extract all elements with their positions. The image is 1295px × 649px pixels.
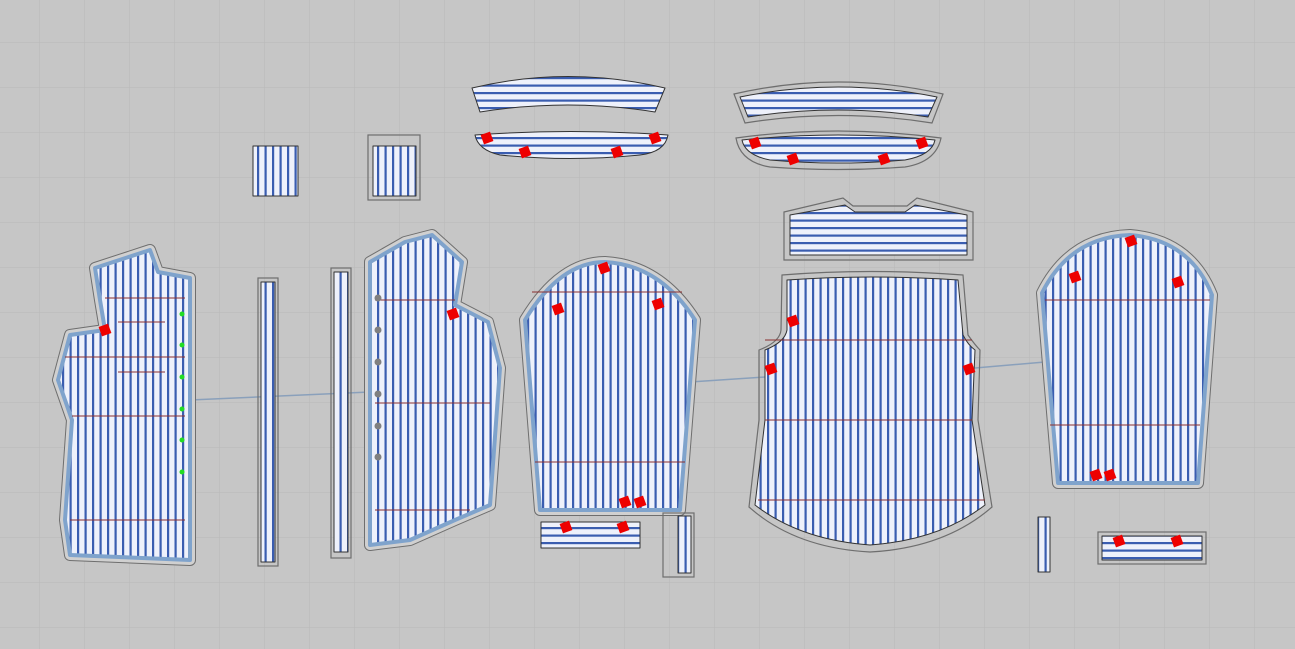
notch-marker[interactable] [1089,468,1103,482]
fabric-collar-band-a [474,131,669,159]
pattern-piece-sleeve-placket-b[interactable] [1037,516,1051,573]
notch-marker[interactable] [648,131,662,145]
notch-marker[interactable] [559,520,573,534]
fabric-pocket-flap-a [252,145,299,197]
notch-marker[interactable] [786,152,800,166]
pattern-piece-back[interactable] [748,270,993,553]
fabric-sleeve-placket-b [1037,516,1051,573]
fabric-back [754,276,986,546]
seam-allowance [367,134,421,201]
fabric-front-right [368,233,502,547]
fabric-pocket-flap-b [372,145,417,197]
pattern-piece-collar-band-a[interactable] [474,131,669,159]
fabric-collar-band-b [741,134,936,164]
pattern-piece-sleeve-placket-a[interactable] [662,512,695,578]
pattern-piece-pocket-flap-a[interactable] [252,145,299,197]
pattern-piece-front-right[interactable] [364,229,506,551]
seam-allowance [748,270,993,553]
pin-marker[interactable] [179,437,185,443]
button-marker[interactable] [374,390,382,398]
pattern-piece-placket-b[interactable] [330,267,352,559]
notch-marker[interactable] [962,362,976,376]
pin-marker[interactable] [179,374,185,380]
button-marker[interactable] [374,453,382,461]
pattern-piece-cuff-b[interactable] [1097,531,1207,565]
notch-marker[interactable] [1170,534,1184,548]
notch-marker[interactable] [610,145,624,159]
pin-marker[interactable] [179,469,185,475]
pattern-piece-cuff-a[interactable] [540,520,641,549]
notch-marker[interactable] [877,152,891,166]
notch-marker[interactable] [1112,534,1126,548]
notch-marker[interactable] [518,145,532,159]
pattern-piece-collar-b[interactable] [733,81,944,124]
pattern-piece-yoke[interactable] [783,197,974,261]
seam-allowance [1097,531,1207,565]
pattern-piece-placket-a[interactable] [257,277,279,567]
pattern-piece-collar-a[interactable] [471,76,666,113]
pin-marker[interactable] [179,342,185,348]
pattern-piece-pocket-flap-b[interactable] [367,134,421,201]
notch-marker[interactable] [651,297,665,311]
fabric-sleeve-right [1040,233,1214,485]
seam-allowance [662,512,695,578]
notch-marker[interactable] [915,136,929,150]
notch-marker[interactable] [764,362,778,376]
notch-marker[interactable] [748,136,762,150]
button-marker[interactable] [374,358,382,366]
notch-marker[interactable] [597,261,611,275]
notch-marker[interactable] [616,520,630,534]
notch-marker[interactable] [633,495,647,509]
button-marker[interactable] [374,326,382,334]
button-marker[interactable] [374,422,382,430]
seam-allowance [783,197,974,261]
seam-allowance [735,130,942,171]
fabric-placket-b [333,271,349,553]
notch-marker[interactable] [98,323,112,337]
seam-allowance [330,267,352,559]
notch-marker[interactable] [786,314,800,328]
pattern-piece-sleeve-left[interactable] [519,256,701,516]
pattern-piece-collar-band-b[interactable] [735,130,942,171]
fabric-sleeve-placket-a [677,515,692,574]
button-marker[interactable] [374,294,382,302]
pin-marker[interactable] [179,406,185,412]
notch-marker[interactable] [446,307,460,321]
notch-marker[interactable] [1103,468,1117,482]
notch-marker[interactable] [1124,234,1138,248]
notch-marker[interactable] [551,302,565,316]
fabric-sleeve-left [523,260,697,512]
fabric-placket-a [260,281,276,563]
fabric-collar-b [739,86,938,118]
fabric-collar-a [471,76,666,113]
pin-marker[interactable] [179,311,185,317]
pattern-piece-sleeve-right[interactable] [1036,229,1218,489]
pattern-piece-front-left[interactable] [52,244,196,566]
seam-allowance [257,277,279,567]
notch-marker[interactable] [618,495,632,509]
notch-marker[interactable] [1068,270,1082,284]
fabric-yoke [789,204,968,256]
seam-allowance [733,81,944,124]
notch-marker[interactable] [1171,275,1185,289]
notch-marker[interactable] [480,131,494,145]
